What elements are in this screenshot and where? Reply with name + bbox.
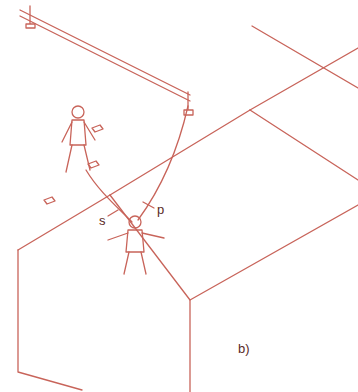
slope-toe — [190, 205, 358, 300]
hanging-worker — [108, 216, 164, 274]
slope-edge-right — [250, 110, 358, 180]
front-face — [18, 250, 82, 390]
callout-letter: s — [99, 214, 106, 227]
leader-line — [143, 202, 154, 208]
back-edge — [252, 26, 358, 88]
leader-line — [108, 210, 118, 216]
anchor — [92, 125, 103, 132]
safety-line — [86, 170, 132, 222]
rope — [138, 106, 188, 220]
standing-worker — [62, 106, 95, 172]
crest-edge — [110, 110, 250, 195]
top-edge — [18, 195, 110, 250]
rail-bottom — [20, 16, 190, 101]
callout-letter: p — [157, 203, 164, 216]
anchor — [44, 197, 55, 204]
slope-side-edge — [110, 195, 190, 392]
rail-post-right — [184, 92, 193, 115]
rail-post-left — [26, 6, 35, 28]
callout-letter: b) — [238, 342, 250, 355]
rail-top — [20, 10, 190, 95]
